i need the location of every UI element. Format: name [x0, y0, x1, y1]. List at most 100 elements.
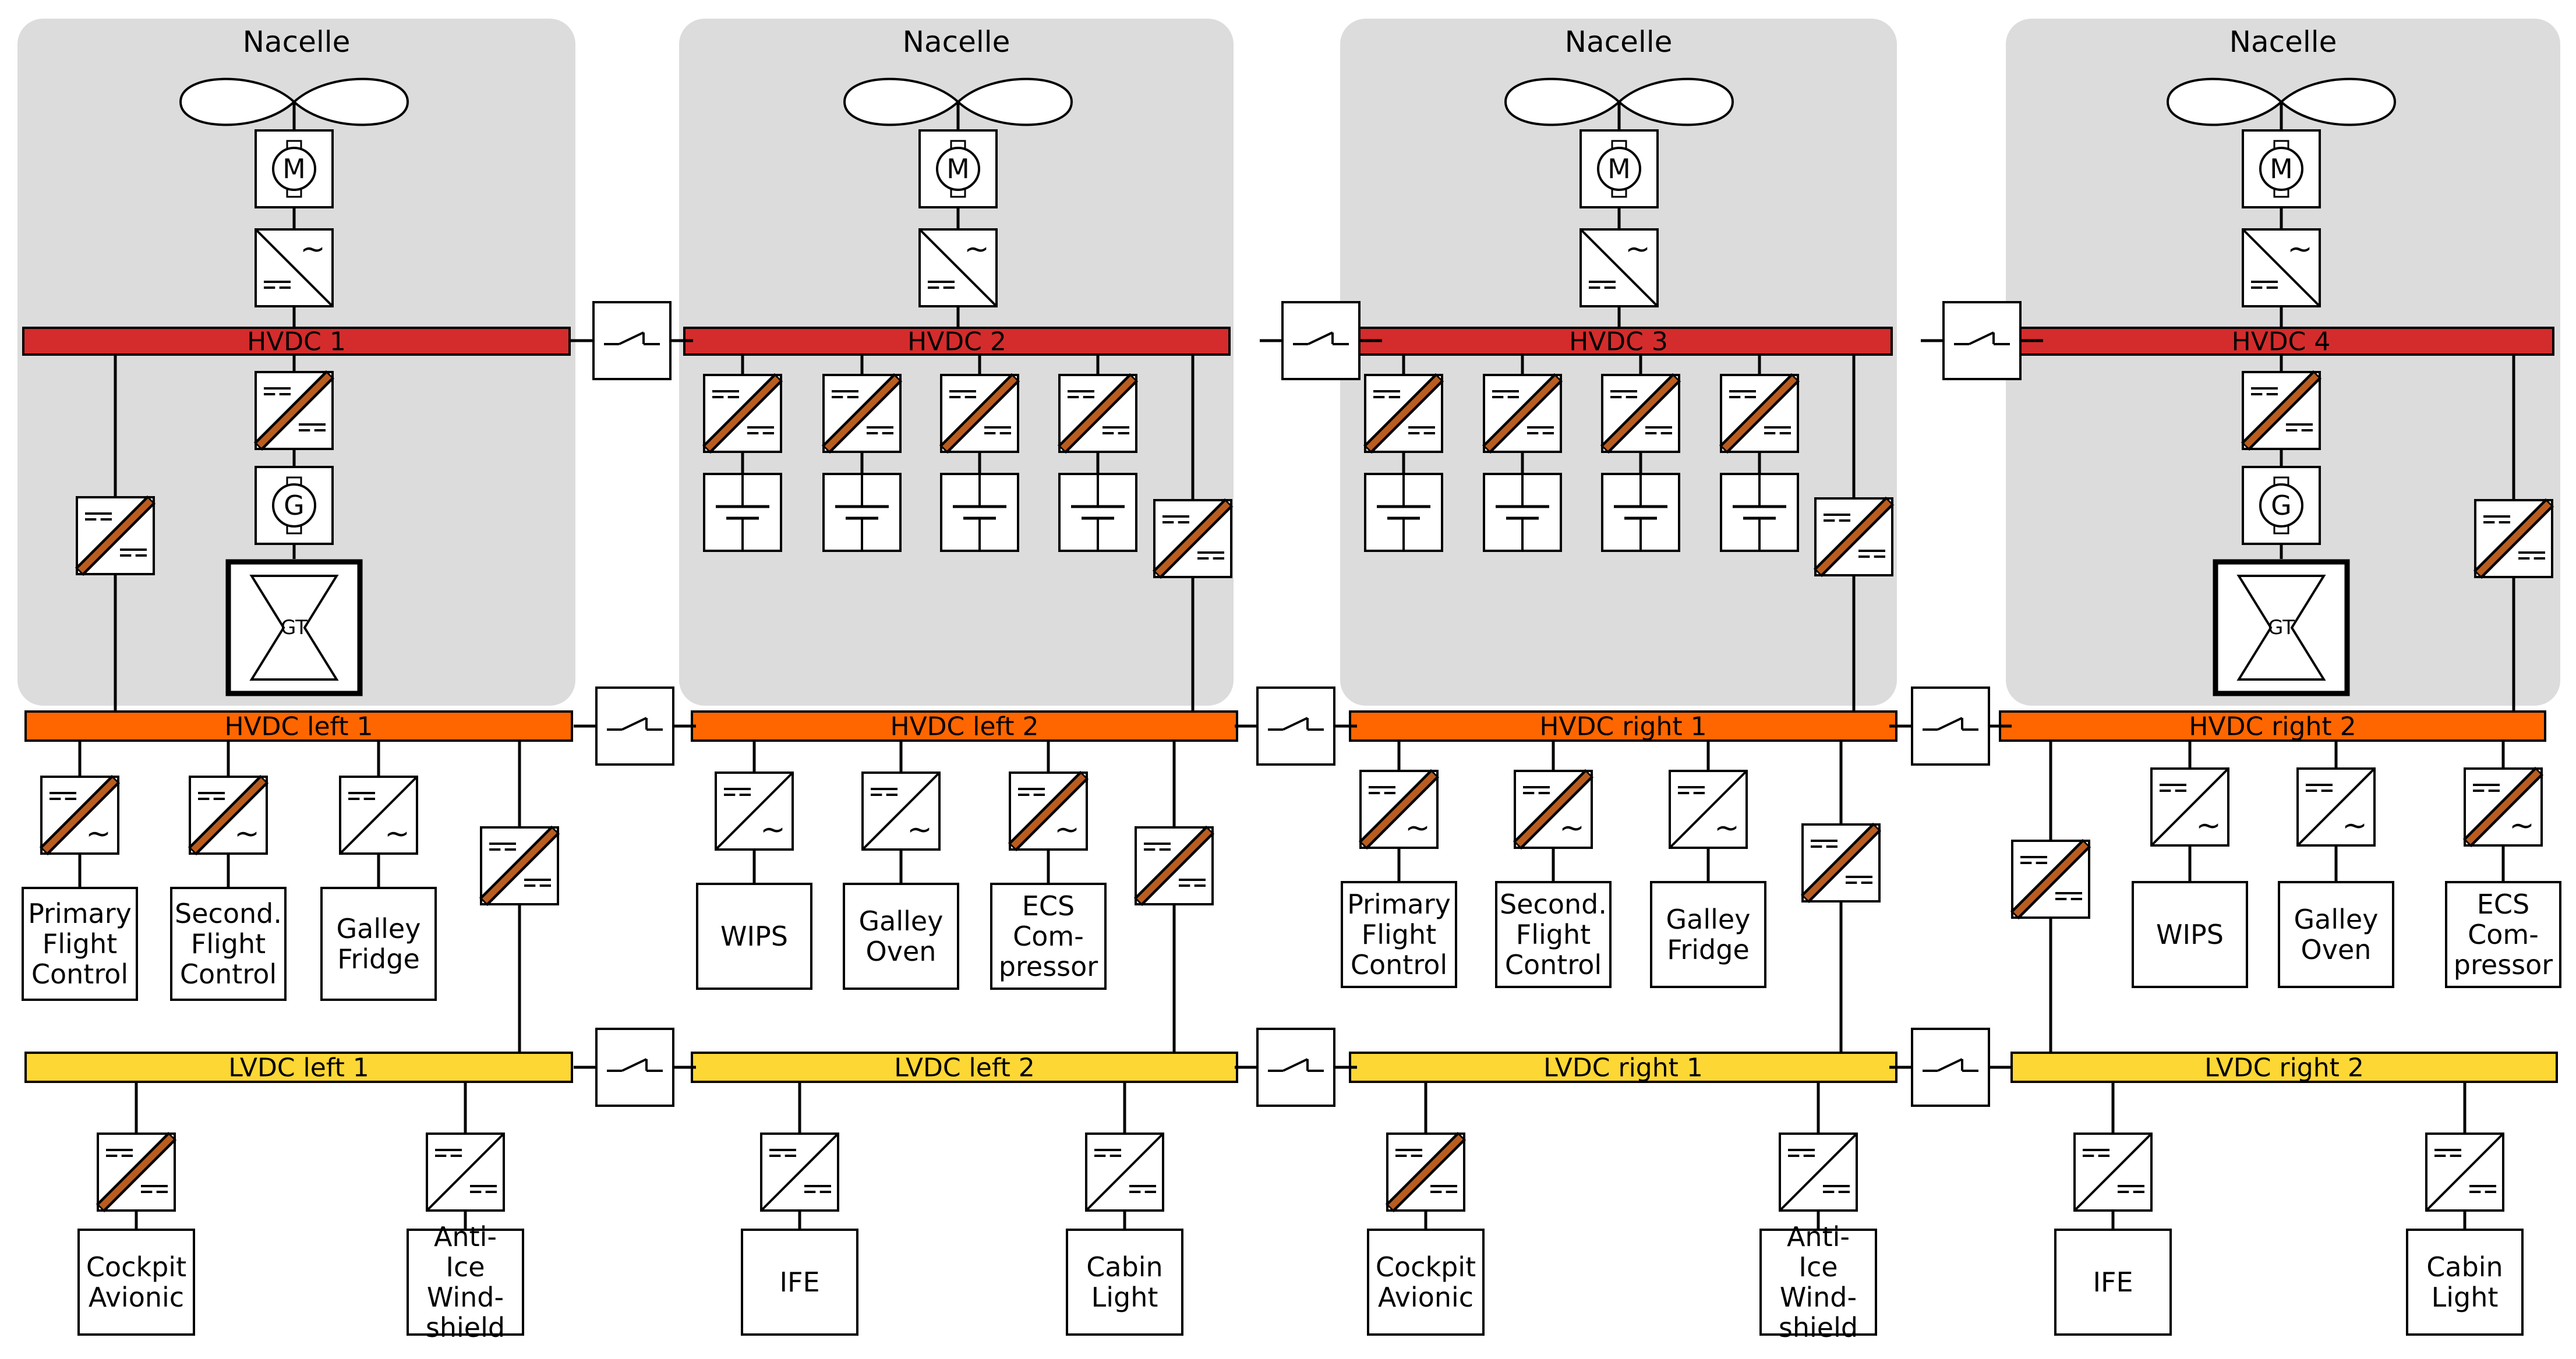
dc-out-symbol: [1858, 550, 1885, 558]
hv-load-box[interactable]: [1495, 881, 1612, 988]
diagonal-accent: [2466, 770, 2540, 844]
dc-out-symbol: [2055, 892, 2082, 900]
machine-letter: M: [2270, 153, 2293, 185]
hv-load-box[interactable]: [320, 887, 437, 1001]
hv-load-box[interactable]: [170, 887, 287, 1001]
lv-load-box[interactable]: [1759, 1229, 1877, 1336]
hv-load-converter: ~: [1513, 769, 1594, 850]
battery-pack: [1483, 473, 1562, 552]
generator-1: G: [255, 466, 334, 545]
step-down-converter-1: [479, 825, 560, 907]
bus-tie-breaker-hvdc[interactable]: [1942, 301, 2022, 380]
hvdc-side-2-label: HVDC left 2: [890, 712, 1038, 742]
diagonal-accent: [825, 376, 899, 451]
hvdc-main-3-label: HVDC 3: [1569, 327, 1668, 357]
lv-load-label: IFE: [779, 1266, 819, 1298]
dc-in-symbol: [2473, 784, 2500, 792]
dc-out-symbol: [1179, 879, 1206, 887]
ac-symbol: ~: [1054, 812, 1080, 847]
diagonal: [760, 1132, 839, 1212]
diagonal-accent: [78, 498, 153, 573]
hv-load-converter: ~: [1358, 769, 1440, 850]
hv-load-box[interactable]: [2132, 881, 2248, 988]
dc-out-symbol: [1645, 426, 1672, 434]
bus-tie-breaker-hvdc-side[interactable]: [595, 686, 674, 766]
hvdc-side-1-bar: [24, 710, 573, 742]
dc-in-symbol: [2434, 1149, 2461, 1157]
bus-tie-breaker-hvdc-side[interactable]: [1911, 686, 1990, 766]
lvdc-4-label: LVDC right 2: [2204, 1053, 2364, 1083]
hv-load-box[interactable]: [696, 883, 812, 990]
dc-out-symbol: [1823, 1185, 1850, 1193]
nacelle-2: [679, 19, 1234, 706]
lvdc-2-bar: [691, 1052, 1238, 1083]
diagonal: [2242, 228, 2321, 307]
lv-load-box[interactable]: [407, 1229, 524, 1336]
link-converter-3: [1813, 496, 1895, 578]
lv-load-box[interactable]: [1066, 1229, 1183, 1336]
lv-load-converter: [760, 1132, 839, 1212]
bus-tie-breaker-lvdc[interactable]: [1256, 1028, 1335, 1107]
bus-tie-breaker-hvdc-side[interactable]: [1256, 686, 1335, 766]
dc-in-symbol: [1824, 514, 1850, 522]
machine-circle: [2259, 147, 2303, 191]
hvdc-main-2-bar: [683, 327, 1231, 356]
lv-load-box[interactable]: [1367, 1229, 1485, 1336]
diagonal: [1579, 228, 1659, 307]
hv-load-converter: ~: [39, 774, 121, 856]
lv-load-box[interactable]: [2406, 1229, 2524, 1336]
ac-symbol: ~: [907, 812, 932, 847]
hv-load-box[interactable]: [2445, 881, 2561, 988]
hv-load-box[interactable]: [1341, 881, 1457, 988]
hv-load-box[interactable]: [22, 887, 138, 1001]
hv-load-box[interactable]: [990, 883, 1107, 990]
lv-load-box[interactable]: [77, 1229, 195, 1336]
hv-load-box[interactable]: [1650, 881, 1766, 988]
bus-tie-breaker-hvdc[interactable]: [592, 301, 672, 380]
dc-out-symbol: [2286, 423, 2313, 431]
hv-load-converter: ~: [1669, 770, 1748, 849]
link-converter-1: [75, 495, 156, 576]
bus-tie-breaker-lvdc[interactable]: [595, 1028, 674, 1107]
dc-symbol: [1589, 281, 1616, 289]
dc-out-symbol: [470, 1185, 497, 1193]
lv-load-box[interactable]: [2054, 1229, 2172, 1336]
breaker-frame: [1281, 301, 1361, 380]
lv-load-box[interactable]: [741, 1229, 858, 1336]
dc-out-symbol: [524, 879, 551, 887]
ac-symbol: ~: [1405, 811, 1430, 845]
dc-in-symbol: [2160, 784, 2186, 792]
dc-in-symbol: [871, 788, 897, 796]
diagonal: [1085, 1132, 1164, 1212]
hv-load-label: WIPS: [2156, 919, 2224, 950]
machine-circle: [272, 483, 316, 528]
machine-letter: M: [946, 153, 970, 185]
hv-load-box[interactable]: [843, 883, 959, 990]
hv-load-converter: ~: [715, 771, 794, 851]
diagonal-accent: [2476, 501, 2551, 576]
hv-load-box[interactable]: [2278, 881, 2394, 988]
nacelle-label: Nacelle: [903, 25, 1010, 59]
diagonal-accent: [1137, 829, 1211, 903]
hvdc-main-4-label: HVDC 4: [2232, 327, 2331, 357]
propeller-blades: [843, 77, 1073, 126]
dc-out-symbol: [1103, 426, 1129, 434]
diagonal-accent: [1011, 774, 1086, 848]
turbine-shape: [249, 575, 339, 681]
dc-out-symbol: [867, 426, 893, 434]
diagonal: [1779, 1132, 1858, 1212]
battery-converter: [1600, 373, 1681, 454]
gas-turbine-4: GT: [2213, 559, 2350, 696]
bus-tie-breaker-lvdc[interactable]: [1911, 1028, 1990, 1107]
propeller-blades: [2166, 77, 2397, 126]
hvdc-side-2-bar: [691, 710, 1238, 742]
battery-pack: [1601, 473, 1680, 552]
nacelle-label: Nacelle: [243, 25, 351, 59]
bus-tie-breaker-hvdc[interactable]: [1281, 301, 1361, 380]
